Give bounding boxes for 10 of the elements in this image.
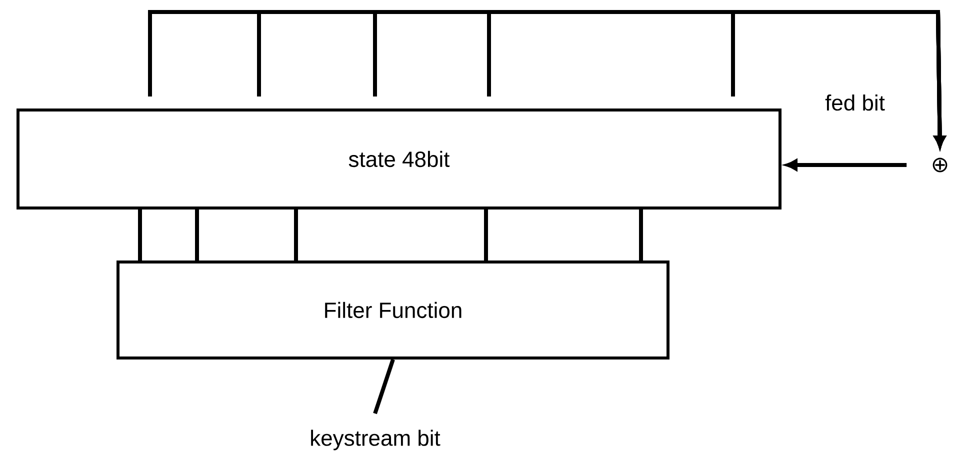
connector-line: [138, 210, 142, 260]
process-box: state 48bit: [16, 108, 782, 210]
xor-symbol: ⊕: [932, 158, 948, 172]
connector-line: [484, 210, 488, 260]
connector-line: [294, 210, 298, 260]
connector-line: [195, 210, 199, 260]
process-box: Filter Function: [116, 260, 670, 360]
output-line: [373, 358, 395, 414]
output-label: keystream bit: [311, 430, 440, 450]
connector-line: [639, 210, 643, 260]
